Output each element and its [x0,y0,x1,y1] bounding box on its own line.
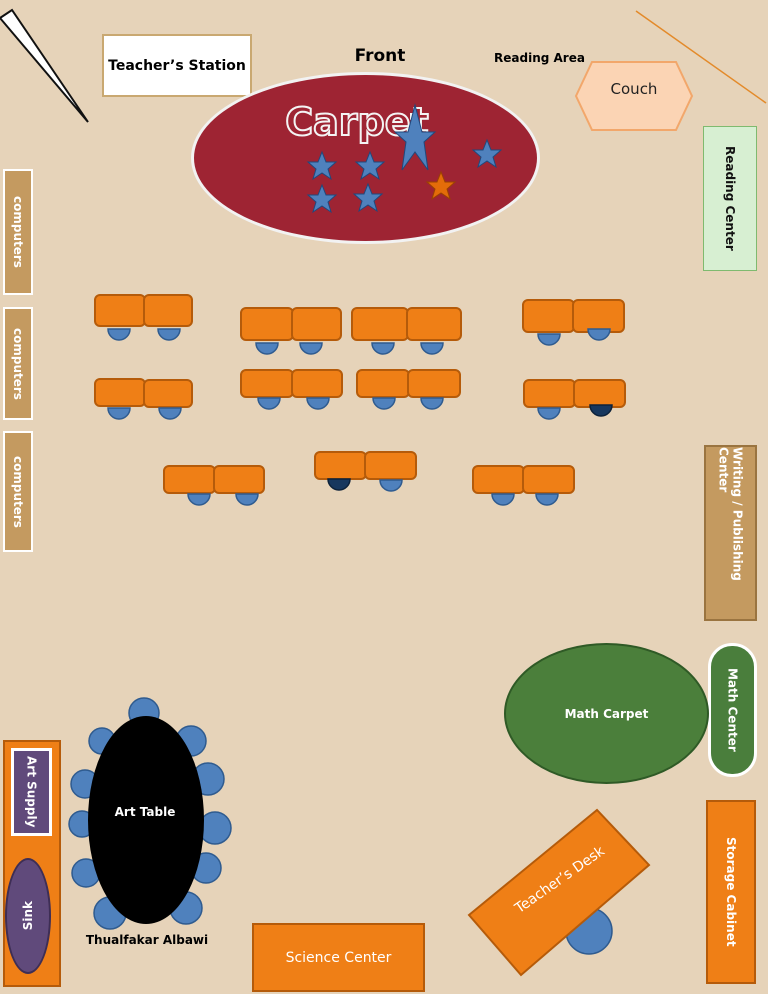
teachers-desk [467,808,651,977]
student-desk [143,379,193,408]
student-desk [94,294,146,327]
writing-publishing-center: Writing / Publishing Center [704,445,757,621]
art-table-top [88,716,204,924]
student-desk [291,369,343,398]
sink: Sink [5,858,51,974]
chair-icon [158,407,182,420]
math-center: Math Center [708,643,757,777]
computers-station-1: computers [3,169,33,295]
math-carpet: Math Carpet [504,643,709,784]
student-desk [240,369,294,398]
storage-cabinet: Storage Cabinet [706,800,756,984]
chair-icon [235,493,259,506]
student-desk [472,465,525,494]
chair-icon [306,397,330,410]
chair-icon [327,478,351,491]
chair-icon [257,397,281,410]
art-table-label: Art Table [114,805,176,819]
student-desk [213,465,265,494]
student-desk [523,379,576,408]
carpet-stars [307,103,502,213]
teachers-station: Teacher’s Station [102,34,252,97]
art-supply: Art Supply [11,748,52,836]
student-desk [291,307,342,341]
student-desk [143,294,193,327]
reading-center: Reading Center [703,126,757,271]
chair-icon [537,333,561,346]
chair-icon [157,328,181,341]
chair-icon [372,397,396,410]
star-icon [393,103,437,171]
chair-icon [420,397,444,410]
computers-station-3: computers [3,431,33,552]
student-desk [572,299,625,333]
chair-icon [587,328,611,341]
chair-icon [589,404,613,417]
student-desk [356,369,410,398]
student-desk [163,465,216,494]
student-desk [94,378,146,407]
couch-shape [574,61,694,131]
art-table [68,697,232,930]
student-desk [407,369,461,398]
student-desk [406,307,462,341]
chair-icon [379,479,403,492]
student-desk [314,451,367,480]
chair-icon [187,493,211,506]
student-desk [240,307,294,341]
chair-icon [491,493,515,506]
chair-icon [371,342,395,355]
couch-label: Couch [610,80,658,98]
science-center: Science Center [252,923,425,992]
door-icon [0,8,89,123]
chair-icon [537,407,561,420]
reading-area-label: Reading Area [494,51,585,65]
student-desk [364,451,417,480]
author-name: Thualfakar Albawi [85,933,209,947]
student-desk [522,465,575,494]
sink-label: Sink [21,901,35,931]
boundary-line [635,10,767,104]
student-desk [573,379,626,408]
chair-icon [535,493,559,506]
student-desk [351,307,409,341]
chair-icon [107,407,131,420]
chair-icon [299,342,323,355]
chair-icon [255,342,279,355]
chair-icon [420,342,444,355]
student-desk [522,299,575,333]
front-label: Front [354,46,406,66]
chair-icon [107,328,131,341]
computers-station-2: computers [3,307,33,420]
